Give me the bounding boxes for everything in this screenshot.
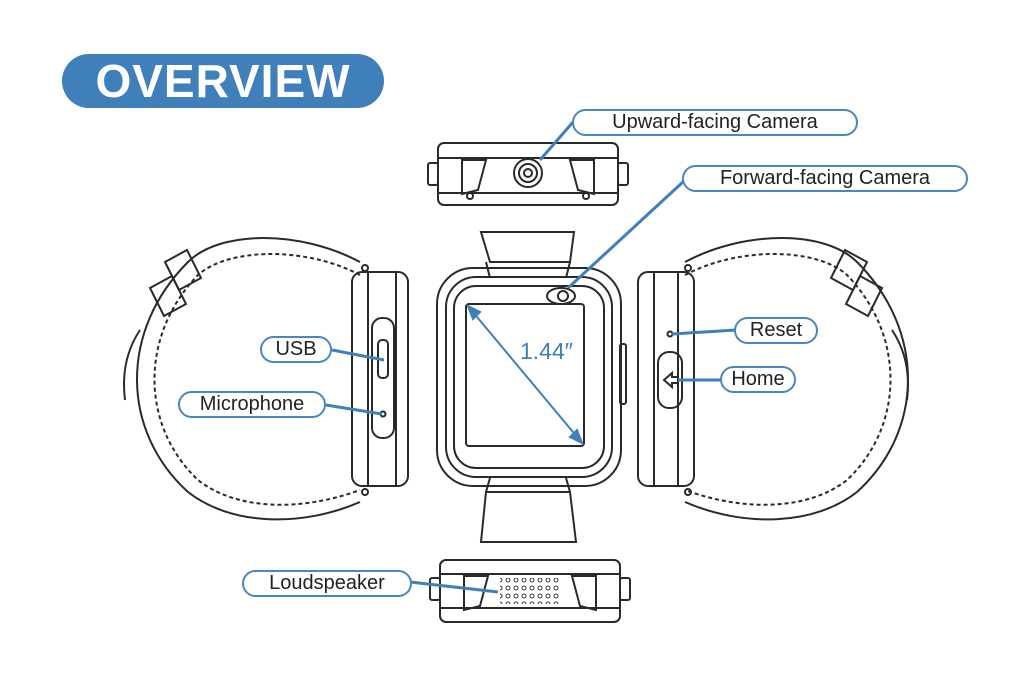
forward-camera-label: Forward-facing Camera xyxy=(682,165,968,192)
front-view xyxy=(436,231,627,543)
page-title: OVERVIEW xyxy=(62,54,384,108)
leader-lines xyxy=(325,121,737,594)
microphone-label: Microphone xyxy=(178,391,326,418)
bottom-view xyxy=(429,559,631,623)
upward-camera-lens xyxy=(513,158,543,188)
forward-camera-lens xyxy=(546,287,576,305)
home-label: Home xyxy=(720,366,796,393)
loudspeaker-label: Loudspeaker xyxy=(242,570,412,597)
upward-camera-label: Upward-facing Camera xyxy=(572,109,858,136)
screen-size-label: 1.44″ xyxy=(520,338,573,364)
left-side-view xyxy=(123,237,409,521)
usb-label: USB xyxy=(260,336,332,363)
speaker-grill xyxy=(500,578,560,604)
screen-diagonal-arrow xyxy=(466,303,584,446)
reset-hole xyxy=(666,330,674,338)
reset-label: Reset xyxy=(734,317,818,344)
top-view xyxy=(427,142,629,206)
screen xyxy=(465,303,585,447)
